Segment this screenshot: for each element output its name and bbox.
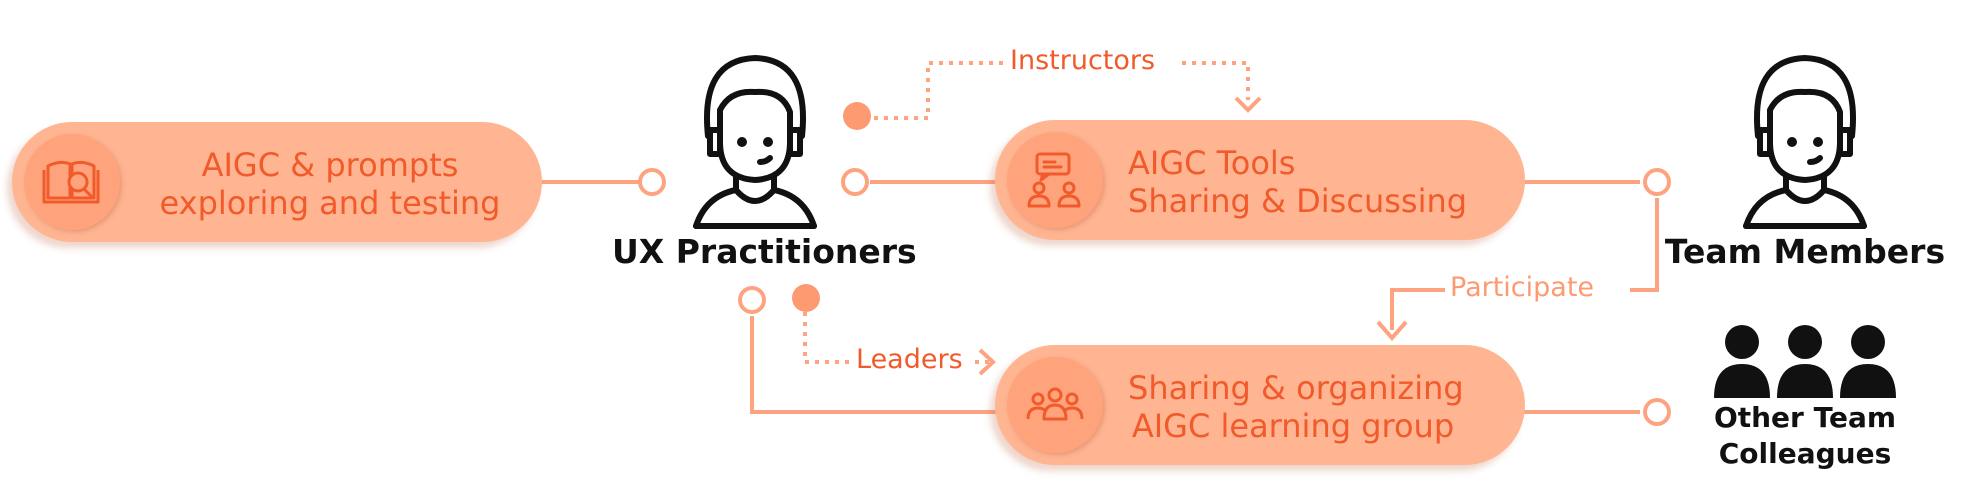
leaders-arrowhead bbox=[978, 348, 996, 376]
node-aigc-exploring: AIGC & prompts exploring and testing bbox=[12, 122, 542, 242]
node-aigc-tools: AIGC Tools Sharing & Discussing bbox=[995, 120, 1525, 240]
other-colleagues-line2: Colleagues bbox=[1718, 437, 1892, 470]
node-aigc-tools-label: AIGC Tools Sharing & Discussing bbox=[1128, 144, 1467, 220]
node-learning-group-label: Sharing & organizing AIGC learning group bbox=[1128, 369, 1464, 445]
ux-practitioners-label: UX Practitioners bbox=[612, 232, 917, 271]
edge-label-instructors: Instructors bbox=[1006, 45, 1160, 76]
node-learning-group: Sharing & organizing AIGC learning group bbox=[995, 345, 1525, 465]
icon-circle bbox=[1007, 132, 1103, 228]
node-aigc-exploring-label: AIGC & prompts exploring and testing bbox=[140, 146, 520, 222]
participate-arrowhead bbox=[1376, 320, 1408, 342]
port-team-left bbox=[1643, 168, 1671, 196]
edge-label-participate: Participate bbox=[1446, 272, 1599, 303]
edge-label-leaders: Leaders bbox=[852, 344, 967, 375]
node-aigc-exploring-line1: AIGC & prompts bbox=[201, 146, 459, 184]
group-chat-icon bbox=[1027, 152, 1081, 208]
other-colleagues-label: Other Team Colleagues bbox=[1680, 400, 1930, 472]
other-colleagues-line1: Other Team bbox=[1713, 401, 1897, 434]
connector-ux-group bbox=[750, 316, 1000, 414]
node-aigc-exploring-line2: exploring and testing bbox=[159, 184, 501, 222]
leaders-dotted-line-a bbox=[803, 312, 850, 364]
port-ux-left bbox=[638, 168, 666, 196]
instructors-arrowhead bbox=[1234, 96, 1262, 113]
team-member-person-icon bbox=[1743, 55, 1867, 229]
icon-circle bbox=[24, 134, 120, 230]
node-learning-group-line2: AIGC learning group bbox=[1131, 407, 1455, 445]
book-search-icon bbox=[42, 160, 100, 204]
port-others-left bbox=[1643, 398, 1671, 426]
icon-circle bbox=[1007, 357, 1103, 453]
instructors-dotted-line-b bbox=[1182, 61, 1250, 100]
three-people-icon bbox=[1714, 325, 1896, 398]
port-ux-bottom bbox=[738, 286, 766, 314]
port-instructors-filled bbox=[843, 102, 871, 130]
node-aigc-tools-line2: Sharing & Discussing bbox=[1128, 182, 1468, 220]
people-group-icon bbox=[1026, 387, 1084, 421]
connector-participate-group bbox=[1390, 288, 1445, 330]
team-members-label: Team Members bbox=[1664, 232, 1946, 271]
port-ux-right bbox=[841, 168, 869, 196]
node-learning-group-line1: Sharing & organizing bbox=[1128, 369, 1464, 407]
ux-practitioner-person-icon bbox=[693, 55, 817, 229]
port-leaders-filled bbox=[792, 284, 820, 312]
instructors-dotted-line-a bbox=[874, 61, 1005, 120]
connector-team-participate bbox=[1630, 198, 1659, 292]
node-aigc-tools-line1: AIGC Tools bbox=[1128, 144, 1296, 182]
